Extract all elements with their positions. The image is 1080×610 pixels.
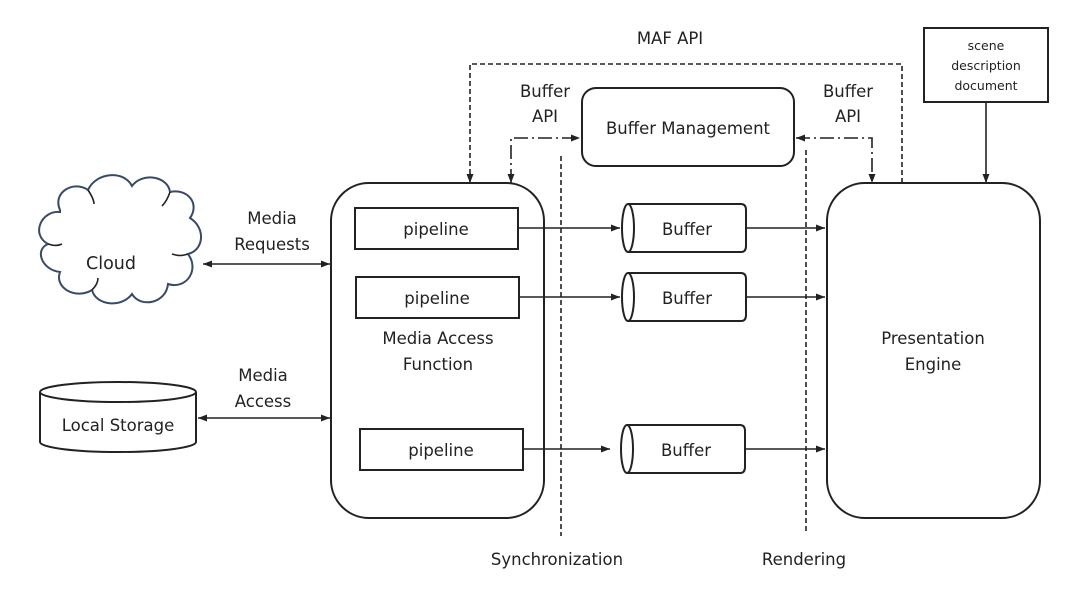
cloud-node[interactable]: Cloud	[38, 174, 202, 305]
buffer-label: Buffer	[662, 220, 712, 239]
buffer-management-label: Buffer Management	[606, 119, 771, 138]
maf-api-dashed-line	[466, 63, 903, 183]
scene-document-label-3: document	[954, 78, 1017, 93]
scene-document-label-2: description	[951, 58, 1021, 73]
local-storage-label: Local Storage	[62, 416, 175, 435]
rendering-boundary: Rendering	[762, 150, 846, 569]
cloud-label: Cloud	[86, 254, 136, 274]
media-requests-label-1: Media	[247, 209, 297, 228]
buffer-api-left-connector: Buffer API	[507, 82, 580, 183]
presentation-engine-box[interactable]	[826, 182, 1041, 519]
media-requests-connector: Media Requests	[203, 209, 330, 268]
synchronization-boundary: Synchronization	[491, 156, 623, 569]
pipeline-label: pipeline	[408, 441, 473, 460]
buffer-3[interactable]: Buffer	[620, 424, 746, 474]
pipeline-label: pipeline	[404, 289, 469, 308]
presentation-engine-label-2: Engine	[905, 355, 962, 374]
cloud-detail	[47, 243, 63, 247]
buffer-cylinder-end	[620, 424, 634, 474]
pipeline-2[interactable]: pipeline	[355, 276, 520, 319]
cloud-detail	[171, 253, 189, 257]
media-access-label-2: Access	[235, 392, 292, 411]
pipeline-label: pipeline	[403, 220, 468, 239]
cloud-icon[interactable]	[38, 174, 202, 305]
presentation-engine-node[interactable]: Presentation Engine	[826, 182, 1041, 519]
local-storage-node[interactable]: Local Storage	[39, 381, 197, 453]
buffer-cylinder-end	[621, 272, 635, 322]
cloud-detail	[161, 191, 171, 207]
scene-document-label-1: scene	[968, 38, 1005, 53]
pipeline-1[interactable]: pipeline	[354, 207, 519, 250]
buffer-api-left-line	[507, 134, 580, 183]
media-access-connector: Media Access	[198, 366, 330, 422]
buffer-api-right-label-2: API	[835, 107, 861, 126]
media-access-label-1: Media	[238, 366, 288, 385]
buffer-api-right-connector: Buffer API	[796, 82, 876, 183]
buffer-cylinder-body[interactable]	[628, 272, 747, 322]
maf-label-2: Function	[403, 355, 473, 374]
local-storage-cylinder-body[interactable]	[39, 392, 197, 453]
buffer-api-right-line	[796, 134, 876, 183]
buffer-1[interactable]: Buffer	[621, 203, 747, 253]
maf-api-connector: MAF API	[466, 29, 903, 183]
buffer-cylinder-body[interactable]	[628, 203, 747, 253]
buffer-cylinder-end	[621, 203, 635, 253]
buffer-api-left-label-2: API	[532, 107, 558, 126]
scene-description-document-node[interactable]: scene description document	[923, 27, 1049, 103]
maf-label-1: Media Access	[382, 329, 493, 348]
buffer-cylinder-body[interactable]	[627, 424, 746, 474]
cloud-detail	[91, 277, 99, 291]
pipeline-box[interactable]	[355, 276, 520, 319]
scene-description-document-box[interactable]	[923, 27, 1049, 103]
cloud-detail	[87, 189, 95, 205]
buffer-management-box[interactable]	[581, 87, 795, 167]
presentation-engine-label-1: Presentation	[881, 329, 985, 348]
maf-api-label: MAF API	[637, 29, 703, 48]
buffer-api-left-label-1: Buffer	[520, 82, 570, 101]
media-requests-label-2: Requests	[234, 235, 310, 254]
local-storage-cylinder-top	[39, 381, 197, 403]
buffer-api-right-label-1: Buffer	[823, 82, 873, 101]
buffer-management-node[interactable]: Buffer Management	[581, 87, 795, 167]
buffer-2[interactable]: Buffer	[621, 272, 747, 322]
synchronization-label: Synchronization	[491, 550, 623, 569]
buffer-label: Buffer	[661, 441, 711, 460]
buffer-label: Buffer	[662, 289, 712, 308]
pipeline-3[interactable]: pipeline	[359, 428, 524, 471]
rendering-label: Rendering	[762, 550, 846, 569]
